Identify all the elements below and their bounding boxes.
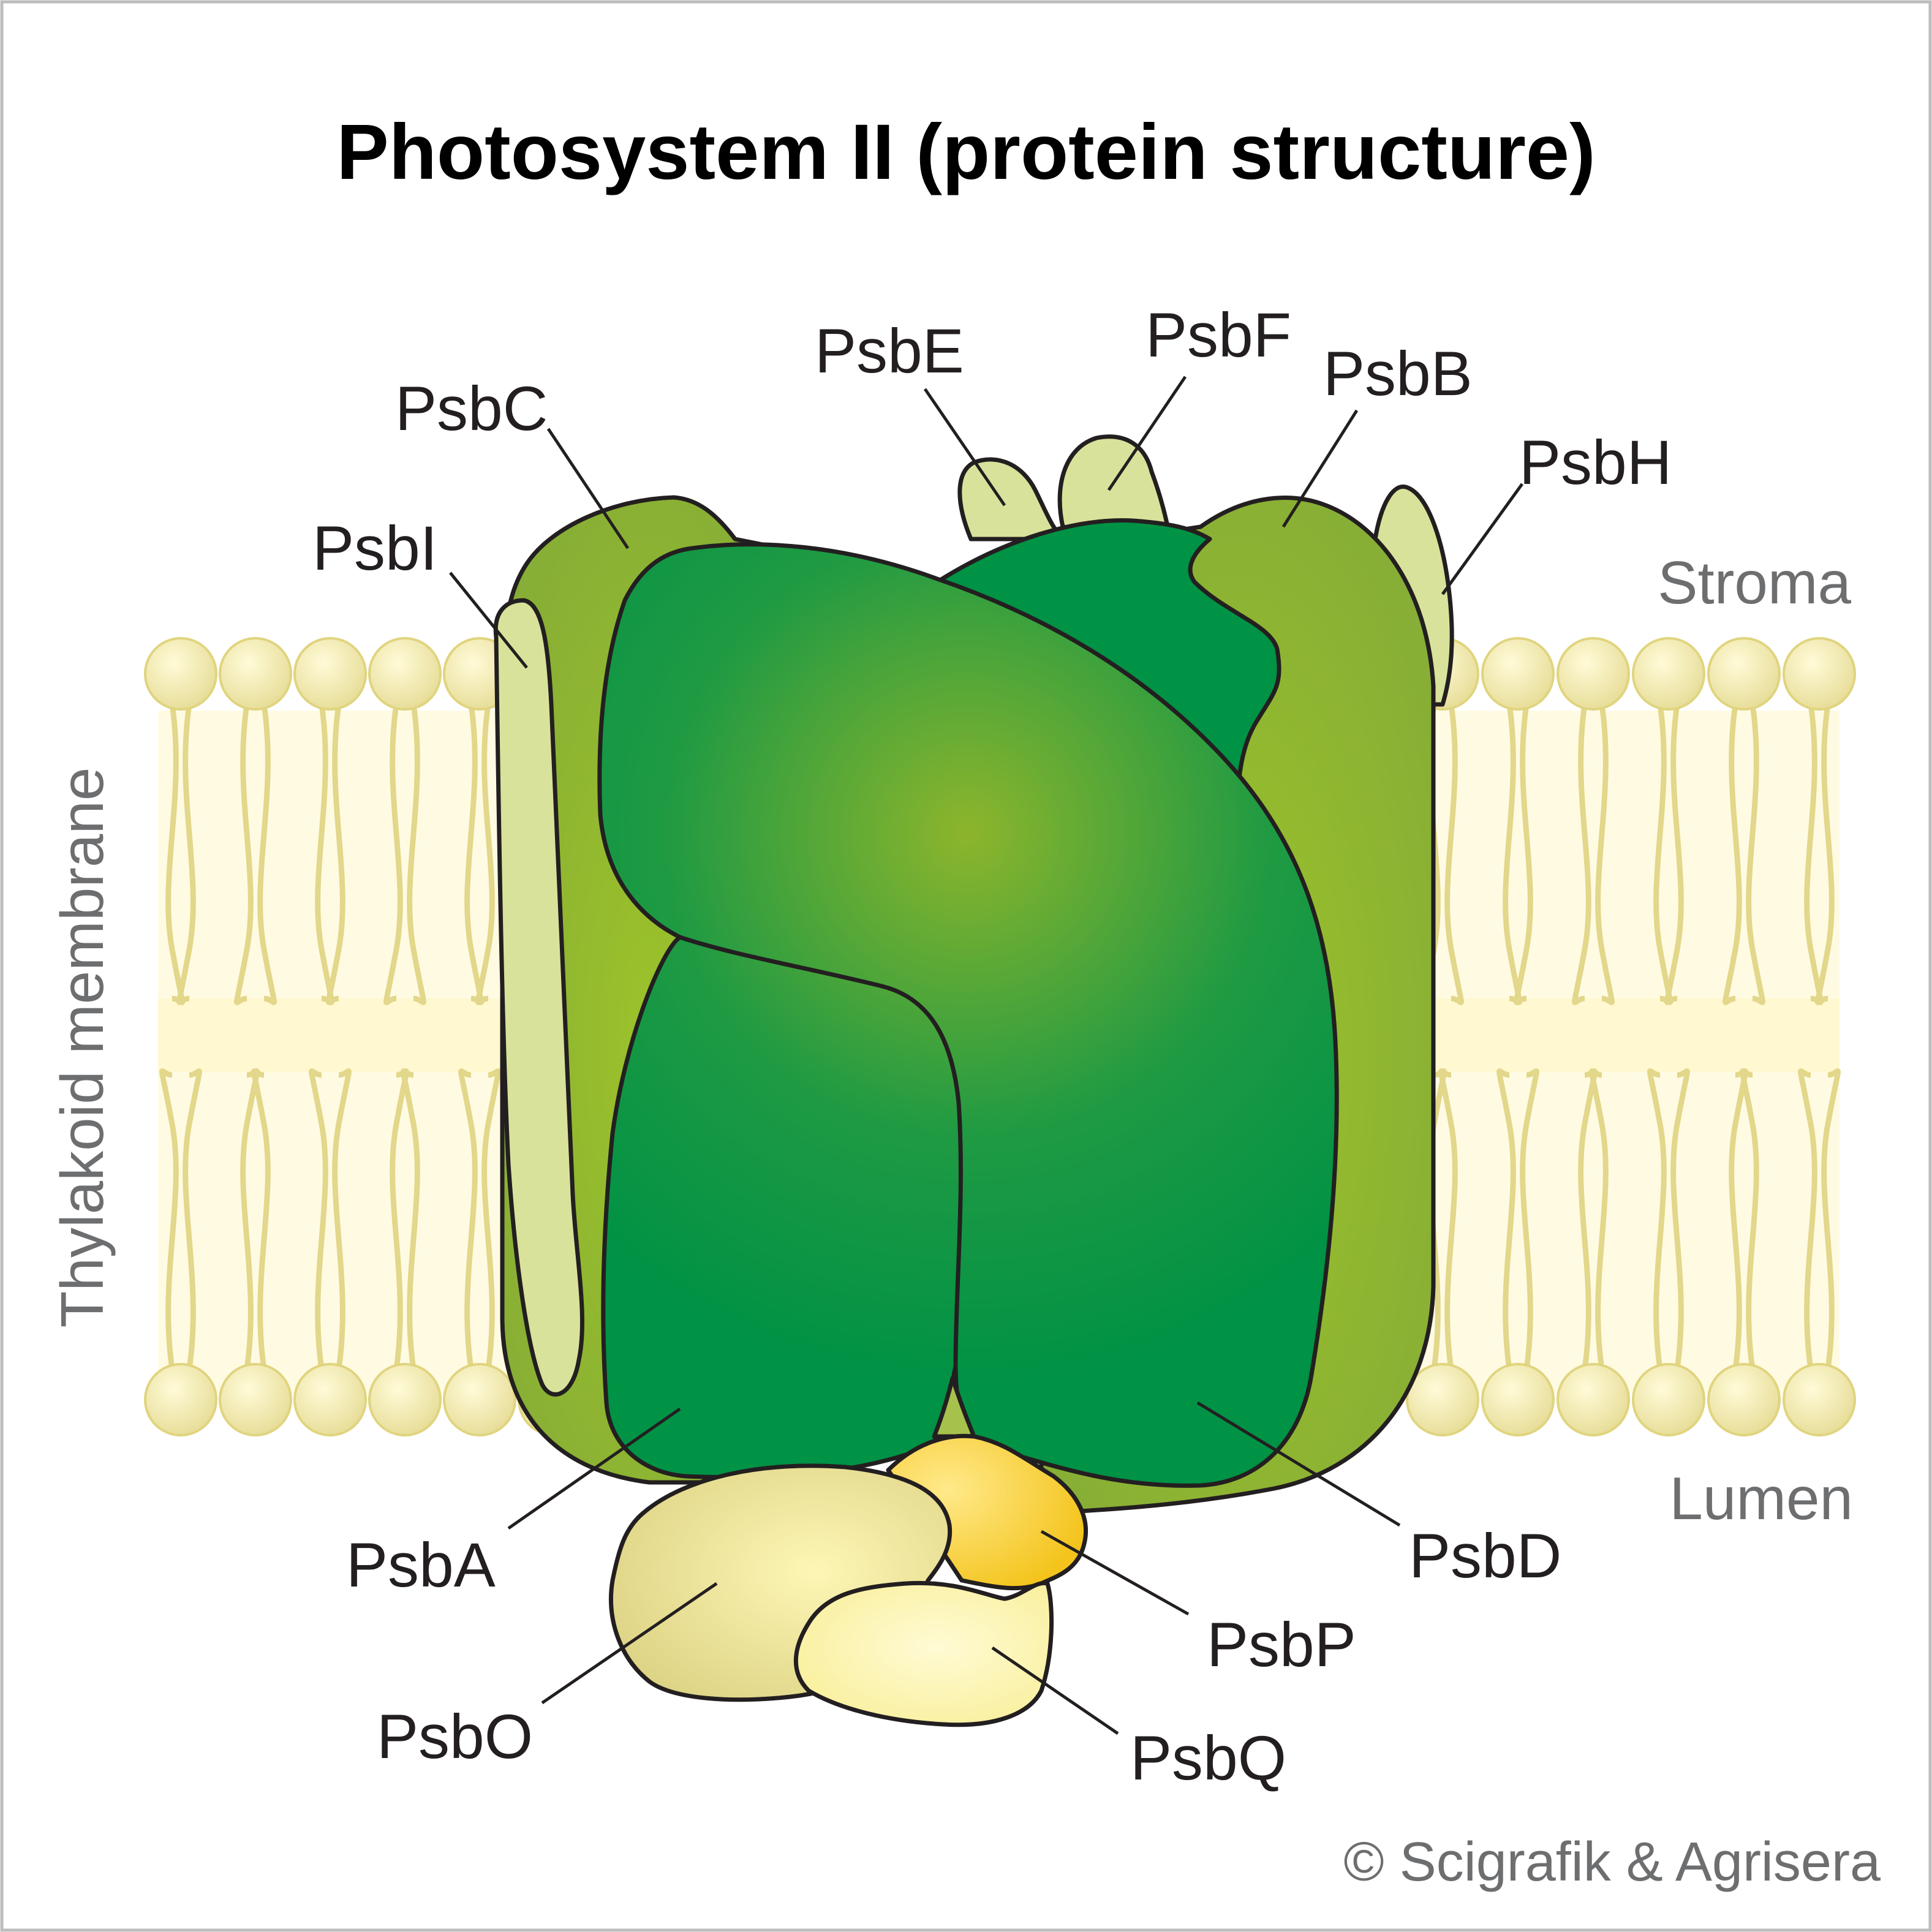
label-psbH: PsbH — [1519, 428, 1672, 497]
lipid-head — [144, 637, 217, 711]
lipid-tail — [257, 704, 277, 1005]
leader-psbE — [923, 388, 1006, 507]
leader-lines — [449, 375, 1524, 1735]
protein-labels: PsbC PsbI PsbE PsbF PsbB PsbH PsbA PsbD … — [312, 300, 1672, 1793]
lipid-tail — [1595, 704, 1615, 1005]
lipid-head — [1481, 1363, 1555, 1436]
lipid-tail — [407, 704, 426, 1005]
label-psbA: PsbA — [346, 1530, 496, 1600]
lipid-tail — [1572, 704, 1591, 1005]
lipid-head — [293, 1363, 367, 1436]
label-psbO: PsbO — [377, 1702, 533, 1772]
leader-psbC — [546, 428, 630, 549]
leader-psbI — [449, 572, 528, 669]
lipid-tail — [401, 1068, 420, 1370]
lipid-tail — [1444, 704, 1464, 1005]
lipid-head — [219, 637, 292, 711]
lipid-tail — [1496, 1068, 1516, 1370]
lipid-head — [368, 1363, 442, 1436]
lipid-head — [144, 1363, 217, 1436]
lipid-head — [1783, 1363, 1856, 1436]
lipid-tail — [1514, 704, 1533, 1005]
label-psbQ: PsbQ — [1130, 1723, 1286, 1793]
lipid-tail — [1664, 704, 1684, 1005]
psbA-psbD-boundary — [679, 935, 963, 1367]
label-psbP: PsbP — [1207, 1610, 1356, 1680]
lipid-head — [293, 637, 367, 711]
lipid-tail — [1520, 1068, 1539, 1370]
lipid-tail — [251, 1068, 271, 1370]
leader-psbB — [1281, 409, 1359, 528]
label-thylakoid-membrane: Thylakoid membrane — [48, 767, 116, 1327]
lipid-head — [1707, 637, 1781, 711]
lipid-tail — [309, 1068, 328, 1370]
lipid-head — [219, 1363, 292, 1436]
lipid-head — [1406, 1363, 1479, 1436]
label-psbC: PsbC — [395, 374, 548, 443]
label-psbB: PsbB — [1323, 339, 1473, 409]
lipid-head — [368, 637, 442, 711]
lipid-tail — [1815, 704, 1835, 1005]
lipid-tail — [1647, 1068, 1667, 1370]
lipid-head — [1481, 637, 1555, 711]
lipid-tail — [475, 704, 495, 1005]
lipid-tail — [1821, 1068, 1841, 1370]
psbQ-subunit — [793, 1580, 1054, 1727]
lipid-tail — [1798, 1068, 1817, 1370]
lipid-tail — [383, 704, 403, 1005]
leader-psbP — [1040, 1530, 1190, 1616]
label-lumen: Lumen — [1669, 1465, 1853, 1532]
psbF-subunit — [1057, 434, 1172, 541]
lipid-tail — [183, 1068, 202, 1370]
psbA-psbD-core — [597, 542, 1339, 1488]
lipid-tail — [481, 1068, 501, 1370]
lipid-head — [443, 1363, 516, 1436]
label-psbE: PsbE — [815, 316, 964, 386]
lipid-tail — [458, 1068, 478, 1370]
leader-psbQ — [991, 1646, 1119, 1735]
leader-psbF — [1107, 375, 1187, 491]
leader-psbD — [1196, 1401, 1401, 1527]
label-psbD: PsbD — [1409, 1521, 1561, 1591]
diagram-title: Photosystem II (protein structure) — [336, 108, 1595, 196]
lipid-tail — [326, 704, 345, 1005]
leader-psbH — [1441, 483, 1524, 595]
lipid-tail — [1723, 704, 1742, 1005]
lipid-tail — [1670, 1068, 1690, 1370]
lipid-head — [1783, 637, 1856, 711]
protein-complex — [493, 434, 1454, 1727]
lipid-tail — [332, 1068, 352, 1370]
copyright-notice: © Scigrafik & Agrisera — [1343, 1832, 1881, 1893]
lipid-head — [1707, 1363, 1781, 1436]
lipid-head — [1557, 637, 1630, 711]
label-psbF: PsbF — [1145, 300, 1291, 370]
leader-psbO — [541, 1582, 718, 1705]
lipid-tail — [1589, 1068, 1609, 1370]
label-psbI: PsbI — [312, 513, 437, 583]
lipid-tail — [1746, 704, 1765, 1005]
psbI-subunit — [493, 598, 584, 1397]
lipid-head — [1557, 1363, 1630, 1436]
label-stroma: Stroma — [1658, 549, 1851, 616]
lipid-tail — [1740, 1068, 1759, 1370]
lipid-tail — [234, 704, 254, 1005]
lipid-head — [1632, 1363, 1705, 1436]
lipid-tail — [1438, 1068, 1458, 1370]
lipid-head — [1632, 637, 1705, 711]
leader-psbA — [507, 1407, 681, 1530]
lipid-tail — [176, 704, 196, 1005]
lipid-tail — [159, 1068, 179, 1370]
